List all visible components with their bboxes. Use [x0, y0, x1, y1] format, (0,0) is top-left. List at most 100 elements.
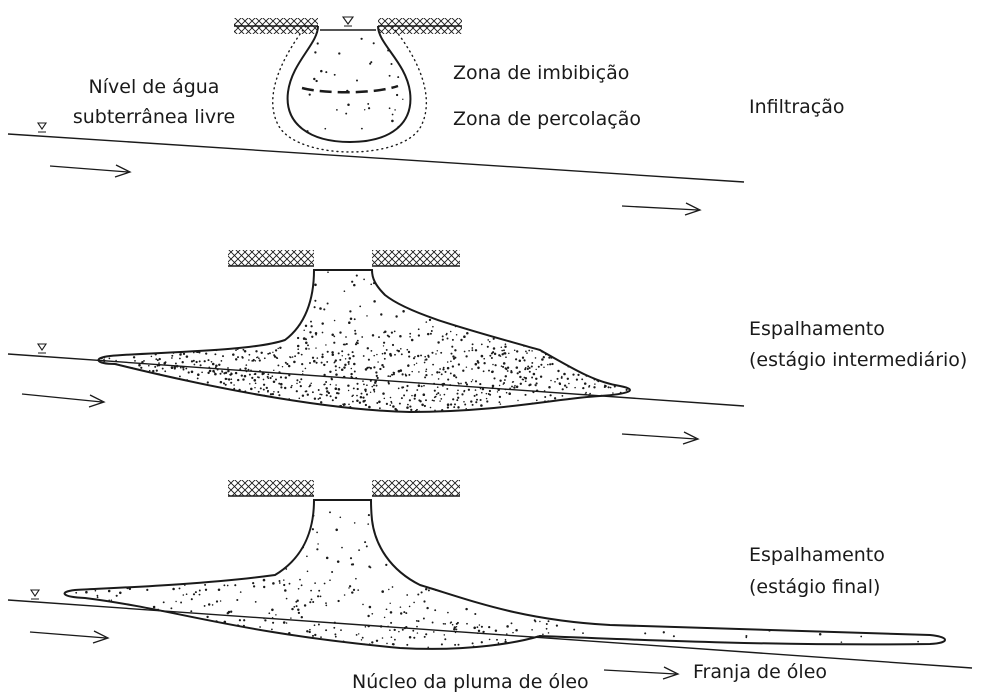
sand-dot: [285, 65, 287, 67]
sand-dot: [181, 537, 184, 541]
sand-dot: [516, 350, 519, 353]
sand-dot: [636, 353, 638, 355]
sand-dot: [587, 574, 590, 576]
sand-dot: [512, 270, 515, 273]
sand-dot: [372, 42, 375, 45]
sand-dot: [391, 373, 394, 376]
sand-dot: [252, 299, 255, 302]
sand-dot: [126, 612, 129, 615]
sand-dot: [124, 550, 127, 552]
sand-dot: [563, 404, 566, 407]
sand-dot: [267, 408, 270, 411]
sand-dot: [559, 353, 562, 356]
sand-dot: [548, 348, 552, 352]
sand-dot: [483, 357, 486, 360]
sand-dot: [601, 404, 603, 406]
sand-dot: [373, 300, 376, 303]
sand-dot: [326, 390, 329, 393]
sand-dot: [382, 366, 385, 368]
sand-dot: [158, 378, 161, 381]
sand-dot: [587, 332, 589, 335]
sand-dot: [420, 517, 423, 520]
sand-dot: [515, 385, 519, 389]
sand-dot: [535, 522, 538, 525]
sand-dot: [936, 578, 939, 582]
sand-dot: [119, 591, 122, 595]
sand-dot: [212, 647, 214, 649]
sand-dot: [455, 334, 458, 336]
sand-dot: [487, 339, 489, 341]
sand-dot: [327, 647, 330, 649]
sand-dot: [313, 77, 316, 81]
sand-dot: [89, 645, 93, 648]
sand-dot: [683, 534, 687, 537]
sand-dot: [629, 402, 630, 406]
sand-dot: [736, 573, 739, 576]
sand-dot: [577, 404, 579, 407]
sand-dot: [282, 275, 285, 278]
sand-dot: [320, 361, 323, 364]
sand-dot: [160, 619, 163, 622]
sand-dot: [460, 382, 462, 385]
sand-dot: [548, 385, 551, 389]
sand-dot: [835, 618, 838, 622]
sand-dot: [91, 344, 93, 346]
sand-dot: [347, 353, 350, 356]
sand-dot: [465, 355, 468, 358]
sand-dot: [541, 358, 544, 361]
sand-dot: [241, 563, 243, 566]
sand-dot: [277, 347, 279, 350]
sand-dot: [547, 363, 549, 366]
sand-dot: [262, 578, 266, 582]
sand-dot: [289, 293, 292, 296]
sand-dot: [367, 624, 370, 628]
sand-dot: [515, 358, 518, 361]
sand-dot: [608, 372, 611, 375]
sand-dot: [492, 337, 495, 340]
sand-dot: [665, 588, 667, 590]
sand-dot: [110, 599, 113, 602]
sand-dot: [211, 346, 215, 349]
sand-dot: [117, 349, 119, 351]
sand-dot: [731, 517, 734, 520]
sand-dot: [173, 365, 177, 369]
sand-dot: [638, 533, 641, 536]
sand-dot: [196, 377, 199, 380]
sand-dot: [646, 382, 649, 385]
sand-dot: [502, 365, 505, 368]
sand-dot: [401, 628, 404, 631]
sand-dot: [413, 364, 416, 366]
sand-dot: [585, 340, 588, 343]
sand-dot: [378, 336, 380, 339]
sand-dot: [593, 386, 596, 389]
sand-dot: [479, 398, 482, 402]
sand-dot: [114, 393, 117, 396]
sand-dot: [174, 362, 177, 365]
sand-dot: [662, 570, 665, 573]
sand-dot: [384, 330, 387, 333]
sand-dot: [335, 369, 337, 372]
sand-dot: [347, 384, 350, 387]
sand-dot: [535, 389, 539, 392]
sand-dot: [333, 319, 336, 322]
sand-dot: [98, 348, 101, 351]
sand-dot: [594, 383, 596, 385]
sand-dot: [76, 654, 78, 656]
sand-dot: [363, 278, 365, 281]
sand-dot: [494, 275, 498, 278]
sand-dot: [54, 592, 56, 594]
sand-dot: [367, 614, 370, 618]
sand-dot: [425, 399, 427, 402]
sand-dot: [131, 339, 134, 342]
sand-dot: [530, 365, 533, 368]
sand-dot: [175, 600, 177, 603]
sand-dot: [135, 407, 138, 410]
sand-dot: [311, 335, 314, 338]
sand-dot: [459, 523, 462, 526]
sand-dot: [607, 412, 609, 414]
sand-dot: [498, 384, 501, 387]
sand-dot: [568, 299, 572, 302]
sand-dot: [122, 635, 126, 639]
sand-dot: [481, 387, 485, 391]
sand-dot: [643, 524, 646, 527]
